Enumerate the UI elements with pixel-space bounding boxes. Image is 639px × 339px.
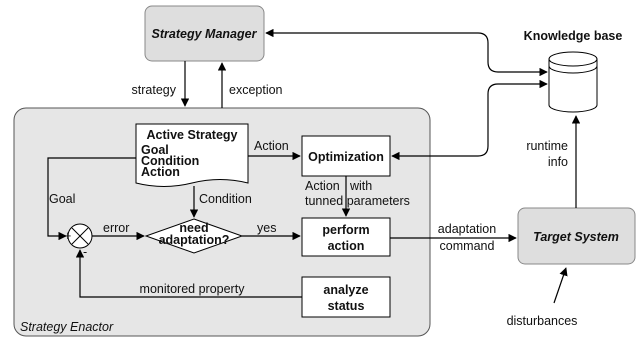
comparator-node: + - <box>64 223 93 259</box>
active-strategy-action: Action <box>141 165 180 179</box>
exception-label: exception <box>229 83 283 97</box>
optimization-label: Optimization <box>308 150 384 164</box>
active-strategy-condition: Condition <box>141 154 199 168</box>
strategy-manager-box: Strategy Manager <box>144 5 265 62</box>
decision-label-line2: adaptation? <box>159 233 230 247</box>
goal-label: Goal <box>49 192 75 206</box>
comparator-plus: + <box>64 229 71 243</box>
command-label: command <box>440 239 495 253</box>
knowledge-base-label: Knowledge base <box>524 29 623 43</box>
perform-action-line2: action <box>328 239 365 253</box>
condition-label: Condition <box>199 192 252 206</box>
database-icon <box>548 51 598 67</box>
active-strategy-title: Active Strategy <box>146 128 237 142</box>
kb-optimization-arrow <box>391 79 548 161</box>
need-adaptation-decision: need adaptation? <box>144 218 244 254</box>
adaptation-label: adaptation <box>438 222 496 236</box>
disturbances-label: disturbances <box>507 314 578 328</box>
analyze-status-line2: status <box>328 299 365 313</box>
monitored-property-label: monitored property <box>140 282 246 296</box>
info-label: info <box>548 155 568 169</box>
target-system-box: Target System <box>517 207 636 265</box>
active-strategy-goal: Goal <box>141 143 169 157</box>
perform-action-line1: perform <box>322 223 369 237</box>
active-strategy-box: Active Strategy Goal Condition Action <box>135 123 249 187</box>
comparator-minus: - <box>83 245 87 259</box>
knowledge-base: Knowledge base <box>524 29 623 113</box>
monitored-property-arrow <box>75 249 302 298</box>
tuned-action-label-2: with <box>349 179 372 193</box>
yes-label: yes <box>257 221 276 235</box>
strategy-label: strategy <box>132 83 177 97</box>
target-system-label: Target System <box>533 230 619 244</box>
perform-action-box: perform action <box>301 217 391 257</box>
tuned-action-label-3: tunned parameters <box>305 194 410 208</box>
action-label: Action <box>254 139 289 153</box>
analyze-status-box: analyze status <box>301 276 391 318</box>
error-label: error <box>103 221 129 235</box>
runtime-label: runtime <box>526 139 568 153</box>
disturbances-arrow <box>553 267 568 304</box>
goal-arrow <box>47 157 136 241</box>
tuned-action-label-1: Action <box>305 179 340 193</box>
analyze-status-line1: analyze <box>323 283 368 297</box>
strategy-enactor-label: Strategy Enactor <box>20 320 114 334</box>
kb-manager-arrow <box>265 28 548 77</box>
strategy-manager-label: Strategy Manager <box>152 27 258 41</box>
optimization-box: Optimization <box>301 135 391 177</box>
decision-label-line1: need <box>179 221 208 235</box>
